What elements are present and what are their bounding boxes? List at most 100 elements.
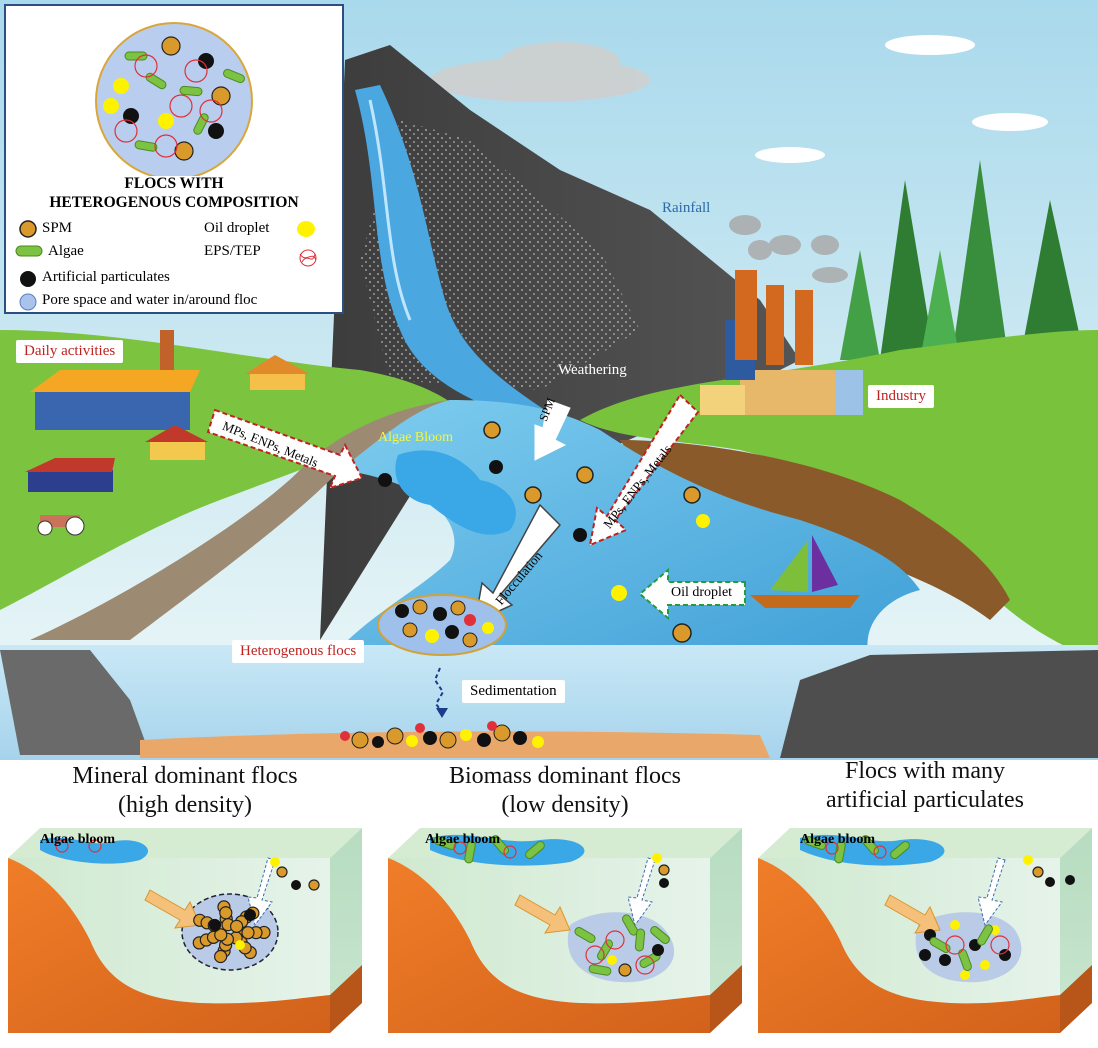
algae-icon (433, 836, 457, 850)
legend-item-oil: Oil droplet (204, 220, 270, 236)
caption-line1: Flocs with many (845, 758, 1005, 784)
spm-particle-icon (214, 928, 228, 942)
spm-particle-icon (174, 141, 194, 161)
daily-activities-label: Daily activities (16, 340, 124, 363)
eps-tep-icon (990, 935, 1010, 955)
algae-icon (634, 928, 646, 952)
legend-item-spm: SPM (42, 220, 73, 236)
forest (840, 160, 1085, 370)
eps-tep-icon (169, 94, 193, 118)
spm-particle-icon (161, 36, 181, 56)
algae-icon (525, 841, 545, 859)
eps-tep-icon (635, 955, 655, 975)
spm-particle-icon (230, 919, 244, 933)
sediment-flocs (340, 721, 544, 749)
house (245, 355, 310, 390)
algae-icon (124, 51, 148, 61)
eps-tep-icon (154, 134, 178, 158)
oil-droplet-icon (270, 857, 280, 867)
spm-particle-icon (618, 963, 632, 977)
artificial-particulate-icon (291, 880, 301, 890)
algae-icon (588, 964, 612, 976)
oil-droplet-label: Oil droplet (671, 585, 733, 600)
spm-particle-icon (214, 949, 228, 964)
legend-item-pore: Pore space and water in/around floc (42, 292, 258, 308)
oil-droplet-icon (652, 853, 662, 863)
oil-droplet-icon (980, 960, 990, 970)
rainfall-label: Rainfall (662, 200, 711, 216)
algae-icon (464, 840, 476, 864)
house (25, 458, 115, 492)
artificial-particulate-icon (20, 271, 36, 287)
eps-tep-icon (945, 935, 965, 955)
algae-icon (803, 836, 827, 850)
oil-droplet-icon (297, 221, 315, 237)
weathering-arrow (534, 399, 571, 461)
cloud (430, 42, 650, 102)
algae-icon (977, 924, 993, 946)
eps-tep-icon (184, 59, 208, 83)
legend-item-algae: Algae (48, 243, 84, 259)
heterogenous-flocs-label: Heterogenous flocs (232, 640, 365, 663)
panel-bloom-label-mineral: Algae bloom (40, 832, 116, 847)
eps-tep-icon (873, 845, 887, 859)
spm-particle-icon (19, 220, 37, 238)
legend-item-artificial: Artificial particulates (42, 269, 170, 285)
panel-bloom-label-biomass: Algae bloom (425, 832, 501, 847)
algae-icon (15, 245, 43, 257)
eps-tep-icon (55, 839, 69, 853)
oil-droplet-arrow (638, 567, 746, 621)
oil-droplet-icon (113, 78, 129, 94)
tractor (37, 515, 85, 536)
algae-icon (179, 85, 203, 97)
artificial-particulate-icon (1065, 875, 1075, 885)
cloud (755, 35, 1048, 163)
legend: FLOCS WITH HETEROGENOUS COMPOSITION SPM … (4, 4, 344, 314)
artificial-particulate-icon (939, 954, 951, 966)
caption-line1: Mineral dominant flocs (72, 763, 298, 789)
eps-tep-icon (299, 249, 317, 267)
house (30, 330, 200, 430)
panel-bloom-label-artificial: Algae bloom (800, 832, 876, 847)
algae-icon (145, 72, 167, 90)
panel-floc-particles (55, 835, 1075, 980)
sailboat (750, 535, 860, 608)
artificial-particulate-icon (198, 53, 214, 69)
sedimentation-arrow (433, 667, 445, 713)
caption-line2: (high density) (118, 792, 252, 818)
oil-droplet-icon (103, 98, 119, 114)
artificial-particulate-icon (244, 909, 256, 921)
legend-title-line2: HETEROGENOUS COMPOSITION (49, 194, 299, 211)
caption-line1: Biomass dominant flocs (449, 763, 681, 789)
algae-icon (958, 948, 972, 972)
artificial-particulate-icon (209, 919, 221, 931)
artificial-particulate-icon (1045, 877, 1055, 887)
algae-bloom (395, 450, 516, 535)
spm-particle-icon (219, 906, 233, 920)
oil-droplet-icon (607, 955, 617, 965)
eps-tep-icon (453, 841, 467, 855)
industry-label: Industry (868, 385, 934, 408)
panel-caption-artificial: Flocs with many artificial particulates (760, 757, 1090, 815)
oil-droplet-icon (158, 113, 174, 129)
eps-tep-icon (199, 99, 223, 123)
panel-artificial (758, 828, 1092, 1033)
panel-mineral (8, 828, 362, 1033)
spm-particle-icon (211, 86, 231, 106)
floc-illustration (95, 22, 253, 176)
spm-particle-icon (1032, 866, 1044, 878)
artificial-particulate-icon (999, 949, 1011, 961)
algae-icon (890, 841, 910, 859)
spm-particle-icon (276, 866, 288, 878)
algae-bloom-label: Algae Bloom (378, 430, 454, 445)
factory (700, 270, 863, 415)
artificial-particulate-icon (652, 944, 664, 956)
algae-icon (650, 926, 670, 944)
algae-icon (574, 927, 596, 943)
legend-title: FLOCS WITH HETEROGENOUS COMPOSITION (6, 174, 342, 212)
caption-line2: artificial particulates (826, 787, 1024, 813)
artificial-particulate-icon (919, 949, 931, 961)
spm-particle-icon (308, 879, 320, 891)
panel-biomass (388, 828, 742, 1033)
sedimentation-label: Sedimentation (462, 680, 565, 703)
